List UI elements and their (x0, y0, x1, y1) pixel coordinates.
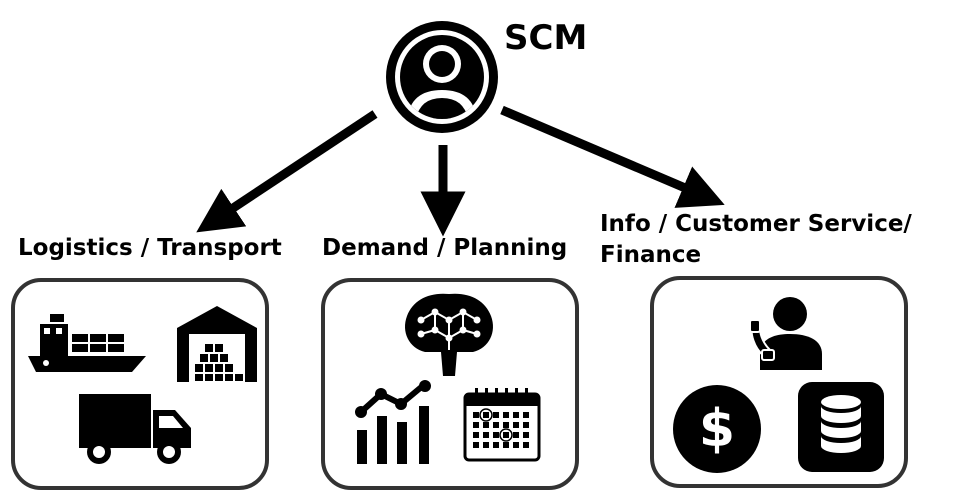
growth-chart-icon (355, 380, 441, 466)
svg-text:$: $ (699, 399, 735, 459)
dollar-coin-icon: $ (672, 384, 762, 474)
logistics-transport-label: Logistics / Transport (18, 235, 282, 261)
warehouse-icon (175, 304, 259, 384)
info-service-label-line2: Finance (600, 242, 702, 268)
cargo-ship-icon (26, 310, 152, 376)
arrow-to-logistics (196, 110, 378, 233)
info-service-box: $ (650, 276, 908, 488)
database-icon (798, 382, 884, 472)
customer-service-icon (746, 294, 826, 372)
scm-person-icon (385, 20, 499, 134)
delivery-truck-icon (75, 392, 195, 468)
logistics-box (11, 278, 269, 490)
info-service-label-line1: Info / Customer Service/ (600, 211, 912, 237)
calendar-icon (463, 386, 541, 462)
ai-brain-icon (399, 290, 499, 378)
root-title: SCM (504, 18, 588, 58)
demand-planning-label: Demand / Planning (322, 235, 568, 261)
demand-box (321, 278, 579, 490)
arrow-to-info (500, 105, 725, 208)
